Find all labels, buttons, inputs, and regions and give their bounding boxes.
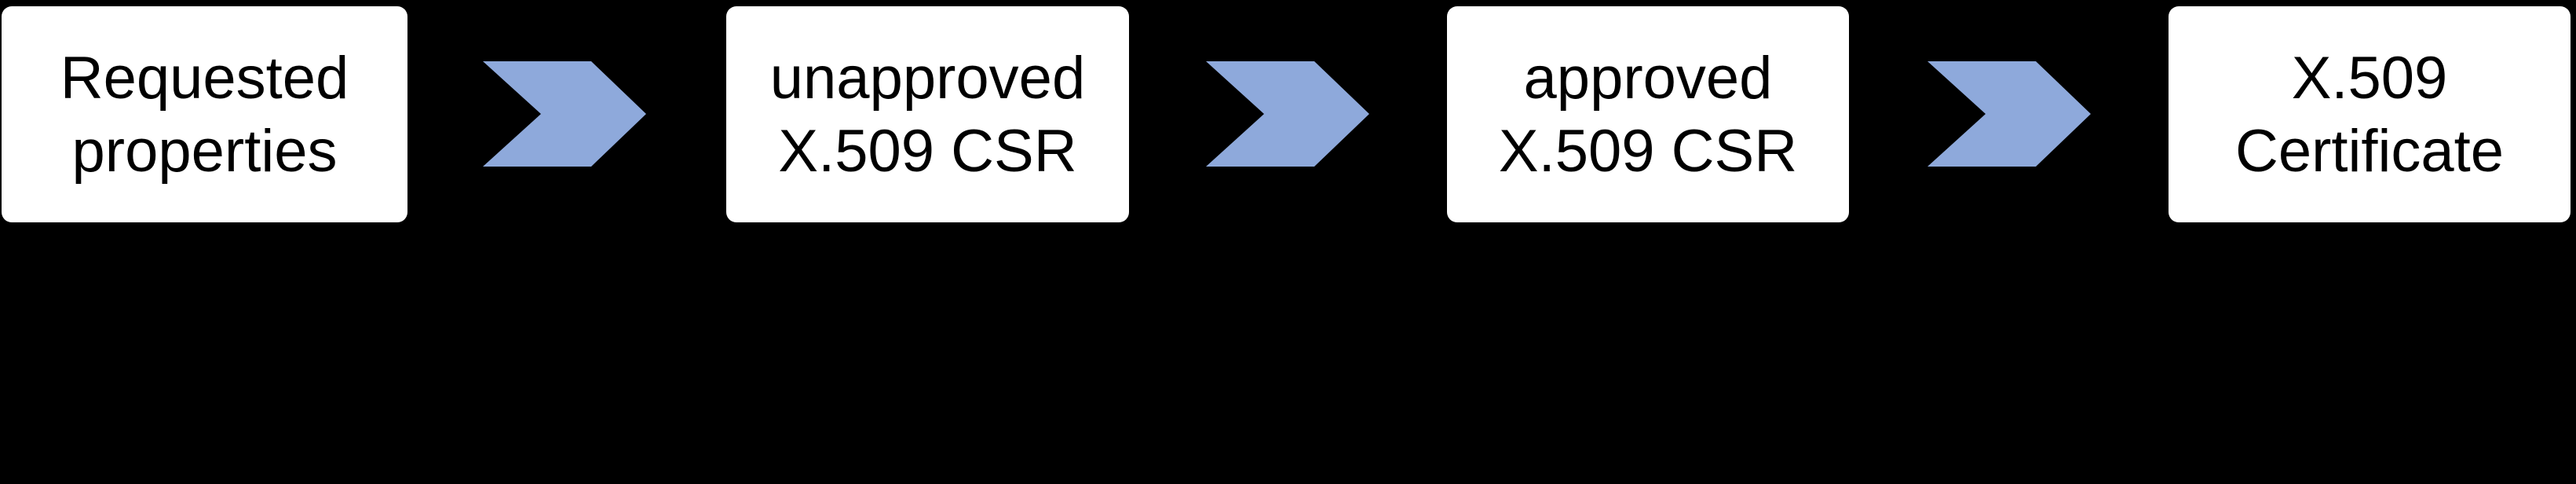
step-label-line: approved xyxy=(1523,44,1773,112)
flow-step-x509-certificate: X.509 Certificate xyxy=(2169,6,2571,222)
chevron-right-icon xyxy=(1927,61,2091,167)
step-label-line: Requested xyxy=(60,44,349,112)
flow-step-approved-csr: approved X.509 CSR xyxy=(1447,6,1849,222)
chevron-right-icon xyxy=(483,61,646,167)
step-label-line: unapproved xyxy=(769,44,1086,112)
step-label-line: Certificate xyxy=(2234,117,2505,185)
step-label-line: X.509 CSR xyxy=(778,117,1077,185)
step-label-line: X.509 CSR xyxy=(1498,117,1798,185)
flow-step-unapproved-csr: unapproved X.509 CSR xyxy=(726,6,1129,222)
step-label-line: X.509 xyxy=(2291,44,2448,112)
chevron-right-icon xyxy=(1206,61,1369,167)
step-label-line: properties xyxy=(71,117,338,185)
flow-step-requested-properties: Requested properties xyxy=(2,6,407,222)
